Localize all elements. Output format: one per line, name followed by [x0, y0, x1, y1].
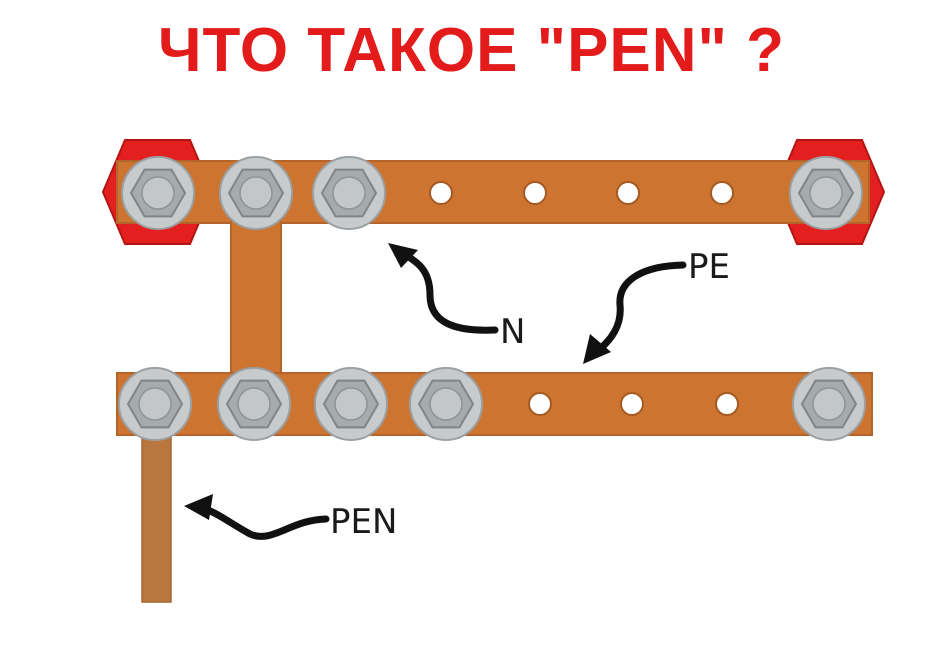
- mounting-hole-icon: [528, 392, 552, 416]
- pen-conductor: [141, 433, 172, 603]
- page-title: ЧТО ТАКОЕ "PEN" ?: [157, 16, 786, 85]
- hex-bolt-icon: [789, 156, 863, 230]
- mounting-hole-icon: [429, 181, 453, 205]
- hex-bolt-icon: [217, 367, 291, 441]
- hex-bolt-icon: [792, 367, 866, 441]
- pen-arrow-icon: [184, 494, 330, 540]
- hex-bolt-icon: [118, 367, 192, 441]
- hex-bolt-icon: [314, 367, 388, 441]
- mounting-hole-icon: [523, 181, 547, 205]
- mounting-hole-icon: [616, 181, 640, 205]
- mounting-hole-icon: [620, 392, 644, 416]
- n-arrow-icon: [388, 243, 499, 334]
- hex-bolt-icon: [121, 156, 195, 230]
- mounting-hole-icon: [715, 392, 739, 416]
- pen-label: PEN: [330, 502, 397, 542]
- n-label: N: [500, 312, 525, 352]
- hex-bolt-icon: [312, 156, 386, 230]
- hex-bolt-icon: [219, 156, 293, 230]
- hex-bolt-icon: [409, 367, 483, 441]
- pe-label: PE: [688, 247, 730, 287]
- pe-arrow-icon: [583, 261, 687, 364]
- mounting-hole-icon: [710, 181, 734, 205]
- jumper-strap: [230, 219, 282, 379]
